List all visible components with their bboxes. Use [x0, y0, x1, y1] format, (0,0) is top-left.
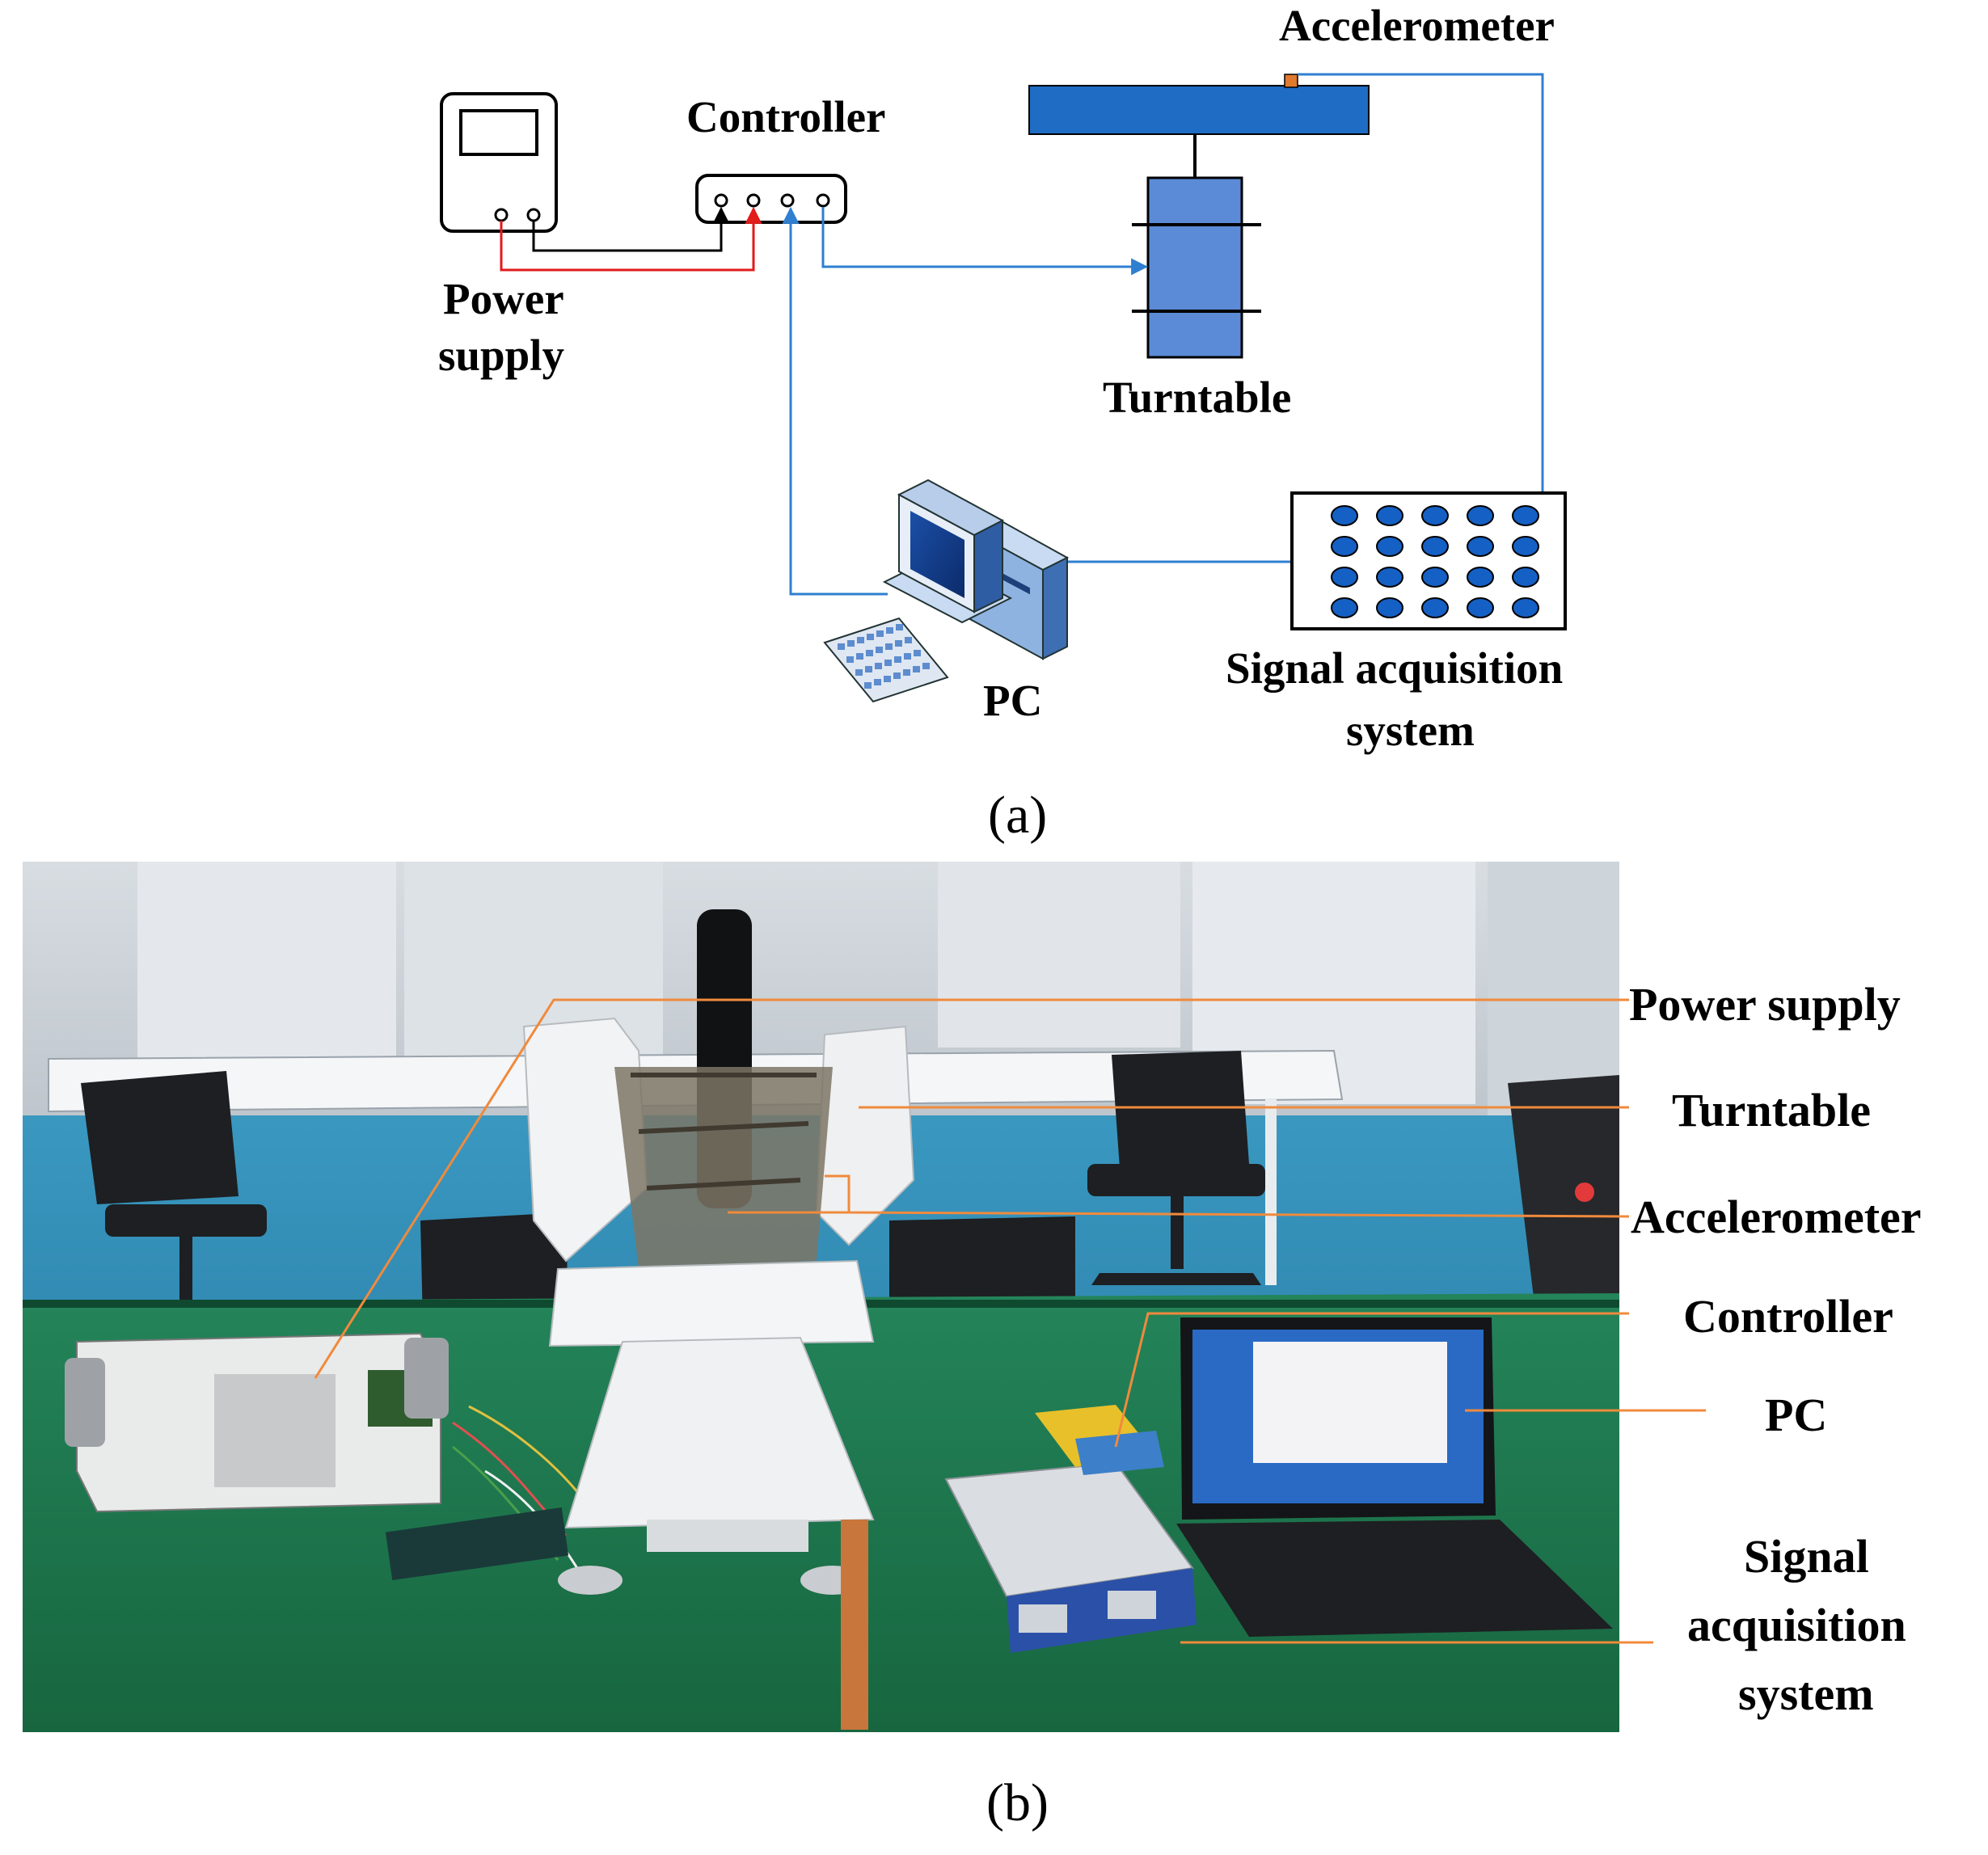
- daq-port: [1421, 567, 1449, 588]
- label-b-signal-2: acquisition: [1687, 1599, 1906, 1651]
- leader-controller: [1114, 1312, 1629, 1448]
- label-b-pc: PC: [1765, 1389, 1827, 1441]
- daq-port: [1512, 567, 1539, 588]
- controller-icon: [695, 174, 847, 224]
- keyboard-key: [856, 653, 863, 660]
- daq-port: [1331, 567, 1358, 588]
- keyboard-key: [866, 650, 873, 656]
- label-power-supply-2: supply: [438, 331, 564, 380]
- label-pc: PC: [983, 676, 1042, 725]
- label-accelerometer: Accelerometer: [1279, 1, 1555, 50]
- turntable-icon: [1028, 85, 1370, 359]
- daq-port: [1376, 597, 1403, 618]
- daq-port: [1376, 536, 1403, 557]
- daq-port: [1331, 597, 1358, 618]
- daq-port: [1512, 597, 1539, 618]
- label-b-accelerometer: Accelerometer: [1631, 1191, 1922, 1243]
- photo-power-supply: [65, 1332, 449, 1513]
- pc-icon: [823, 479, 1070, 703]
- label-signal-acquisition-1: Signal acquisition: [1226, 643, 1563, 693]
- keyboard-key: [876, 647, 883, 653]
- power-wire-red: [500, 206, 762, 272]
- label-b-signal-1: Signal: [1744, 1530, 1869, 1583]
- keyboard-key: [855, 669, 863, 676]
- label-turntable: Turntable: [1103, 373, 1291, 422]
- keyboard-key: [867, 634, 874, 640]
- daq-port: [1467, 567, 1494, 588]
- keyboard-key: [894, 656, 901, 663]
- keyboard-key: [913, 666, 920, 672]
- label-b-controller: Controller: [1683, 1290, 1893, 1343]
- leader-lines: [314, 998, 1706, 1644]
- daq-port: [1376, 505, 1403, 526]
- daq-port: [1467, 536, 1494, 557]
- controller-to-turntable-wire: [821, 207, 1149, 276]
- daq-port: [1376, 567, 1403, 588]
- keyboard-key: [857, 637, 864, 643]
- accelerometer-icon: [1284, 74, 1298, 88]
- keyboard-key: [876, 630, 884, 637]
- keyboard-key: [922, 663, 930, 669]
- daq-port: [1331, 536, 1358, 557]
- photo-laptop: [1176, 1317, 1613, 1637]
- keyboard-key: [895, 640, 902, 647]
- label-controller: Controller: [686, 92, 885, 141]
- keyboard-key: [838, 643, 845, 650]
- keyboard-key: [875, 663, 882, 669]
- daq-port: [1421, 505, 1449, 526]
- panel-a-schematic: Accelerometer Controller Power supply Tu…: [438, 1, 1567, 845]
- label-b-signal-3: system: [1738, 1667, 1874, 1720]
- keyboard-key: [905, 637, 912, 643]
- caption-b: (b): [986, 1773, 1049, 1832]
- daq-port: [1512, 505, 1539, 526]
- label-power-supply-1: Power: [443, 274, 564, 323]
- keyboard-key: [904, 653, 911, 660]
- label-b-turntable: Turntable: [1672, 1084, 1871, 1136]
- keyboard-key: [884, 660, 892, 666]
- signal-acquisition-icon: [1290, 491, 1567, 630]
- power-supply-icon: [440, 92, 558, 233]
- keyboard-key: [885, 643, 893, 650]
- keyboard-key: [864, 682, 872, 689]
- daq-port: [1512, 536, 1539, 557]
- caption-a: (a): [988, 786, 1047, 845]
- keyboard-key: [886, 627, 893, 634]
- keyboard-key: [865, 666, 872, 672]
- keyboard-key: [914, 650, 921, 656]
- keyboard-key: [903, 669, 910, 676]
- accelerometer-to-daq-wire: [1298, 73, 1547, 528]
- panel-b-photo: Power supply Turntable Accelerometer Con…: [23, 862, 1922, 1832]
- daq-port: [1467, 597, 1494, 618]
- pc-to-controller-wire: [782, 206, 888, 596]
- keyboard-key: [884, 676, 891, 682]
- power-wire-black: [532, 206, 730, 252]
- keyboard-key: [846, 656, 854, 663]
- daq-port: [1331, 505, 1358, 526]
- label-signal-acquisition-2: system: [1346, 706, 1475, 755]
- keyboard-key: [896, 624, 903, 630]
- leader-accelerometer: [728, 1174, 1630, 1218]
- lab-photo: [23, 862, 1619, 1732]
- leader-power-supply: [314, 998, 1629, 1379]
- keyboard-key: [847, 640, 855, 647]
- daq-port: [1421, 597, 1449, 618]
- label-b-power-supply: Power supply: [1629, 978, 1901, 1031]
- photo-signal-acquisition: [944, 1461, 1197, 1653]
- photo-turntable: [522, 909, 915, 1730]
- keyboard-key: [874, 679, 881, 685]
- daq-port: [1467, 505, 1494, 526]
- keyboard-key: [893, 672, 901, 679]
- daq-port: [1421, 536, 1449, 557]
